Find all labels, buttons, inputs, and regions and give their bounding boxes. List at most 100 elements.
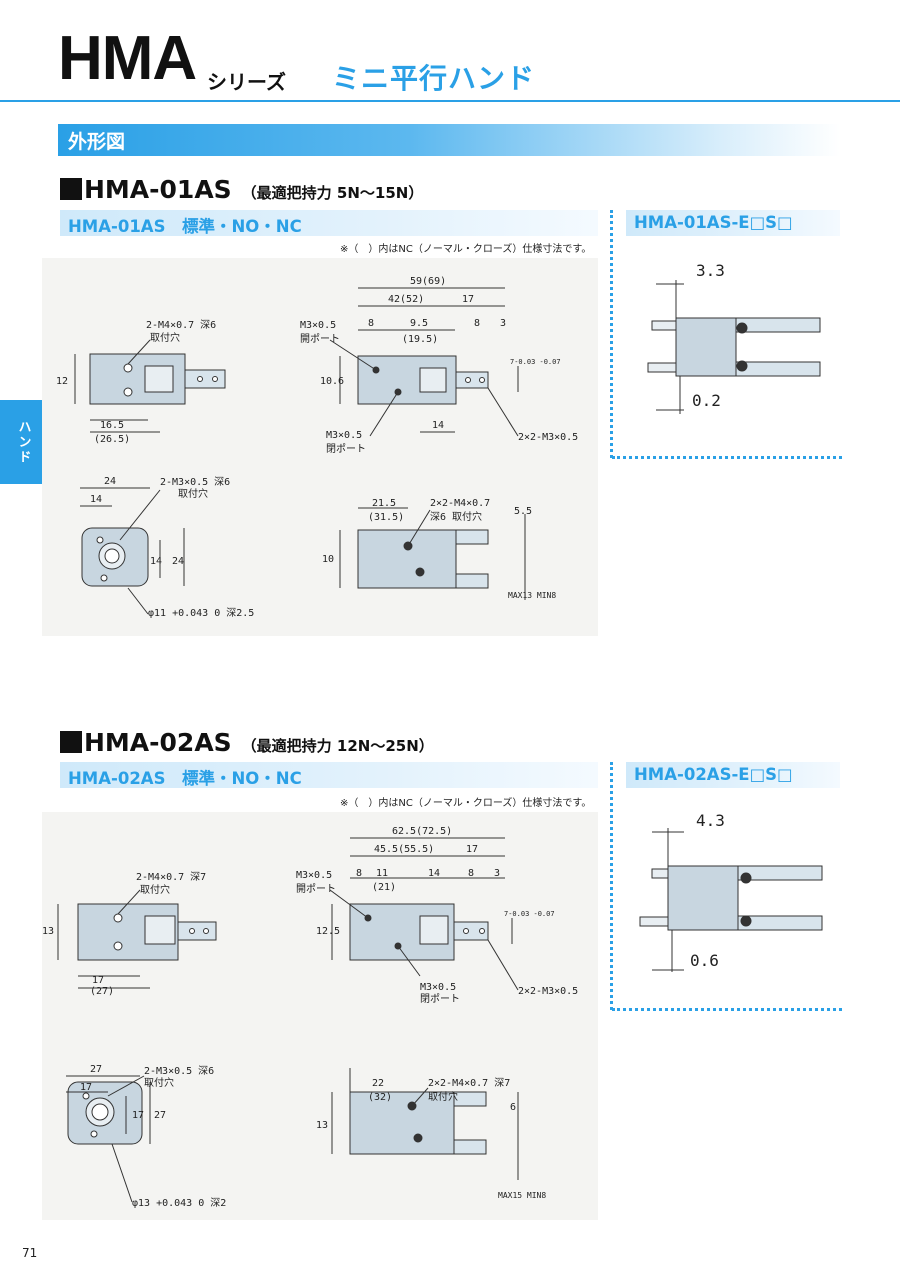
dim-label: 59(69) <box>410 276 446 287</box>
dim-label: 閉ポート <box>326 443 366 455</box>
dim-label: 2×2-M4×0.7 <box>430 498 490 509</box>
series-title: HMA <box>58 24 197 93</box>
dim-label: 開ポート <box>296 883 336 895</box>
dim-label: 24 <box>104 476 116 487</box>
dim-label: 42(52) <box>388 294 424 305</box>
dim-label: 3 <box>494 868 500 879</box>
dim-label: 21.5 <box>372 498 396 509</box>
dim-label: 2×2-M3×0.5 <box>518 986 578 997</box>
dim-label: 13 <box>316 1120 328 1131</box>
series-suffix: シリーズ <box>207 70 286 94</box>
dim-label: 16.5 <box>100 420 124 431</box>
variant-label: HMA-02AS-E□S□ <box>634 765 793 784</box>
dim-label: M3×0.5 <box>326 430 362 441</box>
dim-label: M3×0.5 <box>296 870 332 881</box>
dim-label: M3×0.5 <box>300 320 336 331</box>
dimension-drawings-02: 2-M4×0.7 深7 取付穴 13 17 (27) 62.5(72.5) 45… <box>42 811 823 1209</box>
standard-band-01: HMA-01AS 標準・NO・NC <box>60 210 598 236</box>
dim-label: M3×0.5 <box>420 982 456 993</box>
section-title: 外形図 <box>68 131 126 153</box>
dim-label: 2×2-M4×0.7 深7 <box>428 1077 510 1089</box>
dimension-drawings-01: 2-M4×0.7 深6 取付穴 12 16.5 (26.5) 59(69) 42… <box>56 261 821 619</box>
dim-label: 45.5(55.5) <box>374 844 434 855</box>
dim-label: 0.6 <box>690 951 719 970</box>
dim-label: 17 <box>132 1110 144 1121</box>
page-number: 71 <box>22 1246 38 1260</box>
dim-label: 10 <box>322 554 334 565</box>
model-name: HMA-01AS <box>84 175 232 204</box>
dim-label: 取付穴 <box>428 1090 458 1103</box>
standard-band-02: HMA-02AS 標準・NO・NC <box>60 762 598 788</box>
dim-label: 8 <box>468 868 474 879</box>
standard-label: HMA-01AS 標準・NO・NC <box>68 217 302 236</box>
dim-label: 6 <box>510 1102 516 1113</box>
grip-force-note: （最適把持力 12N～25N） <box>241 737 434 755</box>
dim-label: 取付穴 <box>144 1076 174 1089</box>
dim-label: 17 <box>462 294 474 305</box>
dim-label: 開ポート <box>300 333 340 345</box>
dim-label: 2-M3×0.5 深6 <box>144 1065 214 1077</box>
dim-label: 14 <box>90 494 102 505</box>
dim-label: 12 <box>56 376 68 387</box>
dim-label: 11 <box>376 868 388 879</box>
dotted-separator <box>610 762 613 1010</box>
variant-band-02: HMA-02AS-E□S□ <box>626 762 840 788</box>
dim-label: 7-0.03 -0.07 <box>504 910 555 918</box>
dim-label: 17 <box>466 844 478 855</box>
model-heading-01: HMA-01AS （最適把持力 5N～15N） <box>60 175 423 204</box>
dim-label: (19.5) <box>402 334 438 345</box>
dim-label: 取付穴 <box>150 331 180 344</box>
dim-label: 14 <box>432 420 444 431</box>
dim-label: 13 <box>42 926 54 937</box>
dim-label: 深6 取付穴 <box>430 510 482 523</box>
dim-label: 7-0.03 -0.07 <box>510 358 561 366</box>
dim-label: 8 <box>368 318 374 329</box>
header-rule <box>0 100 900 102</box>
dim-label: (27) <box>90 986 114 997</box>
dotted-separator <box>612 1008 842 1011</box>
dim-label: 62.5(72.5) <box>392 826 452 837</box>
page-subtitle: ミニ平行ハンド <box>332 62 536 95</box>
dim-label: 8 <box>474 318 480 329</box>
dim-label: φ13 +0.043 0 深2 <box>132 1197 226 1209</box>
square-bullet-icon <box>60 178 82 200</box>
square-bullet-icon <box>60 731 82 753</box>
variant-band-01: HMA-01AS-E□S□ <box>626 210 840 236</box>
dim-label: 5.5 <box>514 506 532 517</box>
dim-label: (31.5) <box>368 512 404 523</box>
dim-label: 0.2 <box>692 391 721 410</box>
dim-label: (26.5) <box>94 434 130 445</box>
dim-label: MAX15 MIN8 <box>498 1191 546 1200</box>
standard-label: HMA-02AS 標準・NO・NC <box>68 769 302 788</box>
nc-footnote: ※（ ）内はNC（ノーマル・クローズ）仕様寸法です。 <box>340 798 592 809</box>
dotted-separator <box>610 210 613 458</box>
dim-label: 3 <box>500 318 506 329</box>
dim-label: 4.3 <box>696 811 725 830</box>
dim-label: (32) <box>368 1092 392 1103</box>
dim-label: 取付穴 <box>178 487 208 500</box>
dim-label: 2×2-M3×0.5 <box>518 432 578 443</box>
dim-label: 27 <box>154 1110 166 1121</box>
side-category-tab[interactable]: ハンド <box>0 400 46 484</box>
model-name: HMA-02AS <box>84 728 232 757</box>
dim-label: 22 <box>372 1078 384 1089</box>
drawing-area-02 <box>42 812 598 1220</box>
grip-force-note: （最適把持力 5N～15N） <box>241 184 424 202</box>
dim-label: MAX13 MIN8 <box>508 591 556 600</box>
dim-label: (21) <box>372 882 396 893</box>
dim-label: φ11 +0.043 0 深2.5 <box>148 607 254 619</box>
dim-label: 9.5 <box>410 318 428 329</box>
dim-label: 14 <box>150 556 162 567</box>
dim-label: 12.5 <box>316 926 340 937</box>
dim-label: 2-M4×0.7 深7 <box>136 871 206 883</box>
dim-label: 10.6 <box>320 376 344 387</box>
dotted-separator <box>612 456 842 459</box>
dim-label: 3.3 <box>696 261 725 280</box>
section-heading: 外形図 <box>58 124 840 156</box>
dim-label: 17 <box>80 1082 92 1093</box>
model-heading-02: HMA-02AS （最適把持力 12N～25N） <box>60 728 434 757</box>
dim-label: 14 <box>428 868 440 879</box>
nc-footnote: ※（ ）内はNC（ノーマル・クローズ）仕様寸法です。 <box>340 244 592 255</box>
variant-label: HMA-01AS-E□S□ <box>634 213 793 232</box>
dim-label: 2-M3×0.5 深6 <box>160 476 230 488</box>
